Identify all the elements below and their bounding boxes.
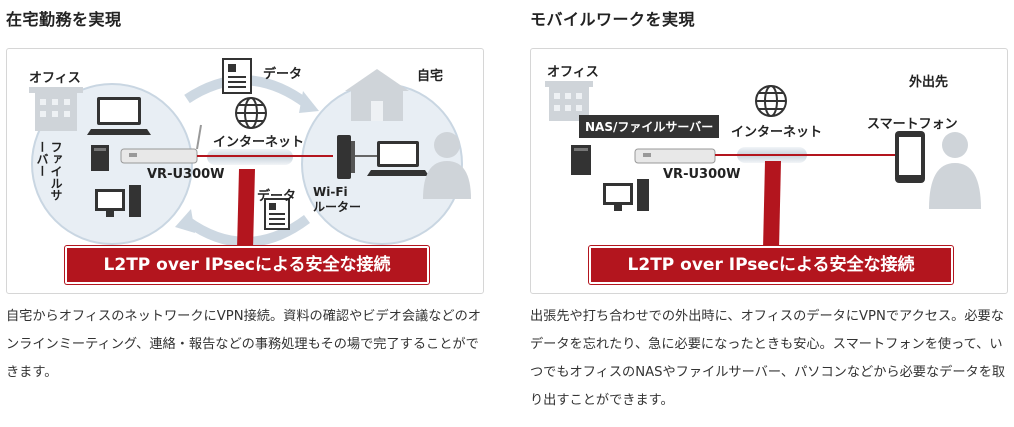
globe-icon: [235, 97, 267, 129]
globe-icon: [755, 85, 787, 117]
data-label: データ: [263, 67, 303, 82]
office-building-icon: [29, 87, 83, 131]
desktop-pc-icon: [95, 185, 141, 217]
laptop-icon: [87, 97, 151, 135]
section-heading: 在宅勤務を実現: [6, 10, 122, 29]
diagram-graphics: [29, 58, 471, 249]
file-server-icon: [91, 145, 109, 171]
section-description: 出張先や打ち合わせでの外出時に、オフィスのデータにVPNでアクセス。必要なデータ…: [530, 309, 1006, 408]
wifi-router-label: Wi-Fi ルーター: [313, 185, 362, 214]
banner-pointer: [237, 169, 255, 249]
desktop-pc-icon: [603, 179, 649, 211]
router-model-label: VR-U300W: [147, 167, 225, 182]
section-heading: モバイルワークを実現: [530, 10, 696, 29]
smartphone-icon: [895, 131, 925, 183]
remote-location-label: 外出先: [909, 75, 949, 90]
document-icon: [264, 198, 290, 230]
internet-label: インターネット: [731, 125, 823, 140]
diagram-graphics: [545, 81, 981, 249]
file-server-label: ファイルサーバー: [35, 141, 63, 201]
laptop-icon: [367, 141, 429, 176]
house-icon: [345, 69, 409, 121]
vpn-router-icon: [634, 148, 716, 164]
router-model-label: VR-U300W: [663, 167, 741, 182]
smartphone-label: スマートフォン: [867, 117, 958, 132]
document-icon: [222, 58, 252, 94]
section-description: 自宅からオフィスのネットワークにVPN接続。資料の確認やビデオ会議などのオンライ…: [6, 309, 481, 380]
office-label: オフィス: [547, 65, 599, 80]
secure-connection-banner: L2TP over IPsecによる安全な接続: [65, 246, 429, 284]
home-work-diagram: オフィス データ 自宅 インターネット ファイルサーバー VR-U300W デー…: [6, 48, 484, 294]
mobile-work-diagram: オフィス 外出先 NAS/ファイルサーバー インターネット スマートフォン VR…: [530, 48, 1008, 294]
office-label: オフィス: [29, 71, 81, 86]
person-icon: [929, 132, 981, 209]
secure-connection-banner: L2TP over IPsecによる安全な接続: [589, 246, 953, 284]
nas-server-icon: [571, 145, 591, 175]
internet-label: インターネット: [213, 135, 305, 150]
banner-pointer: [763, 161, 781, 249]
person-icon: [423, 132, 471, 199]
home-label: 自宅: [417, 69, 444, 84]
wifi-router-icon: [337, 135, 355, 179]
nas-file-server-tag: NAS/ファイルサーバー: [579, 115, 720, 138]
data-label: データ: [257, 189, 297, 204]
